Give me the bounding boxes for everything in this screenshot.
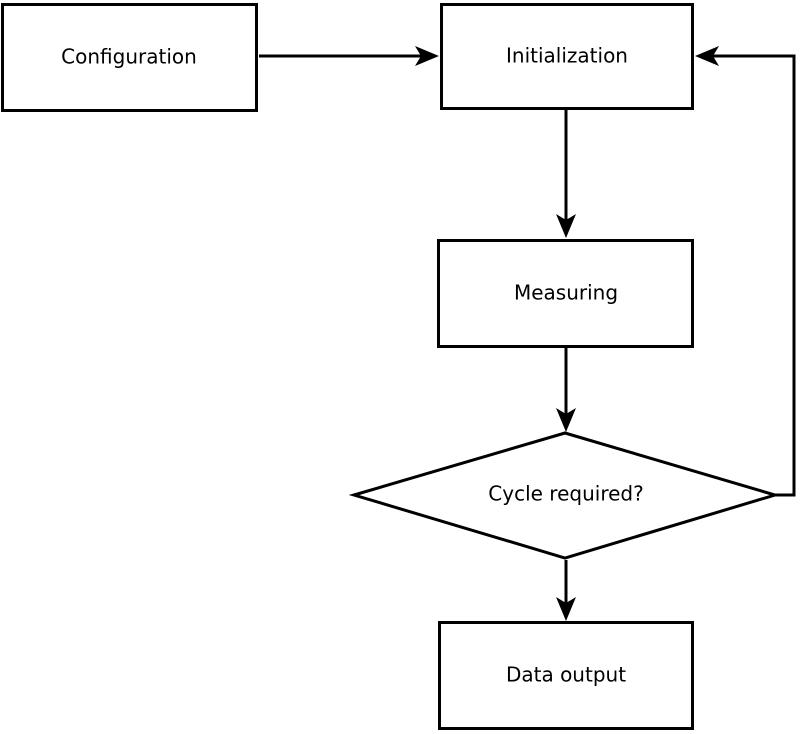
node-configuration-shape[interactable]: [1, 3, 258, 112]
node-data-output-shape[interactable]: [438, 621, 694, 730]
arrowhead-icon: [415, 46, 439, 66]
arrowhead-icon: [556, 597, 576, 621]
arrowhead-icon: [556, 408, 576, 432]
edge-configuration-to-initialization: [259, 46, 439, 66]
node-data-output-label: Data output: [506, 663, 626, 687]
node-initialization[interactable]: Initialization: [440, 3, 694, 110]
node-cycle-required-shape[interactable]: [348, 431, 781, 560]
edge-cycle-required-to-initialization-feedback: [695, 46, 796, 497]
node-measuring-shape[interactable]: [437, 239, 694, 348]
edge-cycle-required-to-data-output: [556, 560, 576, 621]
edge-initialization-to-measuring: [556, 110, 576, 238]
node-measuring-label: Measuring: [514, 281, 618, 305]
node-configuration-label: Configuration: [61, 45, 197, 69]
node-cycle-required-label: Cycle required?: [488, 482, 643, 506]
node-initialization-label: Initialization: [506, 44, 628, 68]
edge-line: [707, 54, 796, 497]
arrowhead-icon: [695, 46, 719, 66]
node-configuration[interactable]: Configuration: [1, 3, 258, 112]
node-data-output[interactable]: Data output: [438, 621, 694, 730]
edge-measuring-to-cycle-required: [556, 348, 576, 432]
arrowhead-icon: [556, 214, 576, 238]
node-measuring[interactable]: Measuring: [437, 239, 694, 348]
node-initialization-shape[interactable]: [440, 3, 694, 110]
node-cycle-required[interactable]: Cycle required?: [348, 431, 781, 560]
